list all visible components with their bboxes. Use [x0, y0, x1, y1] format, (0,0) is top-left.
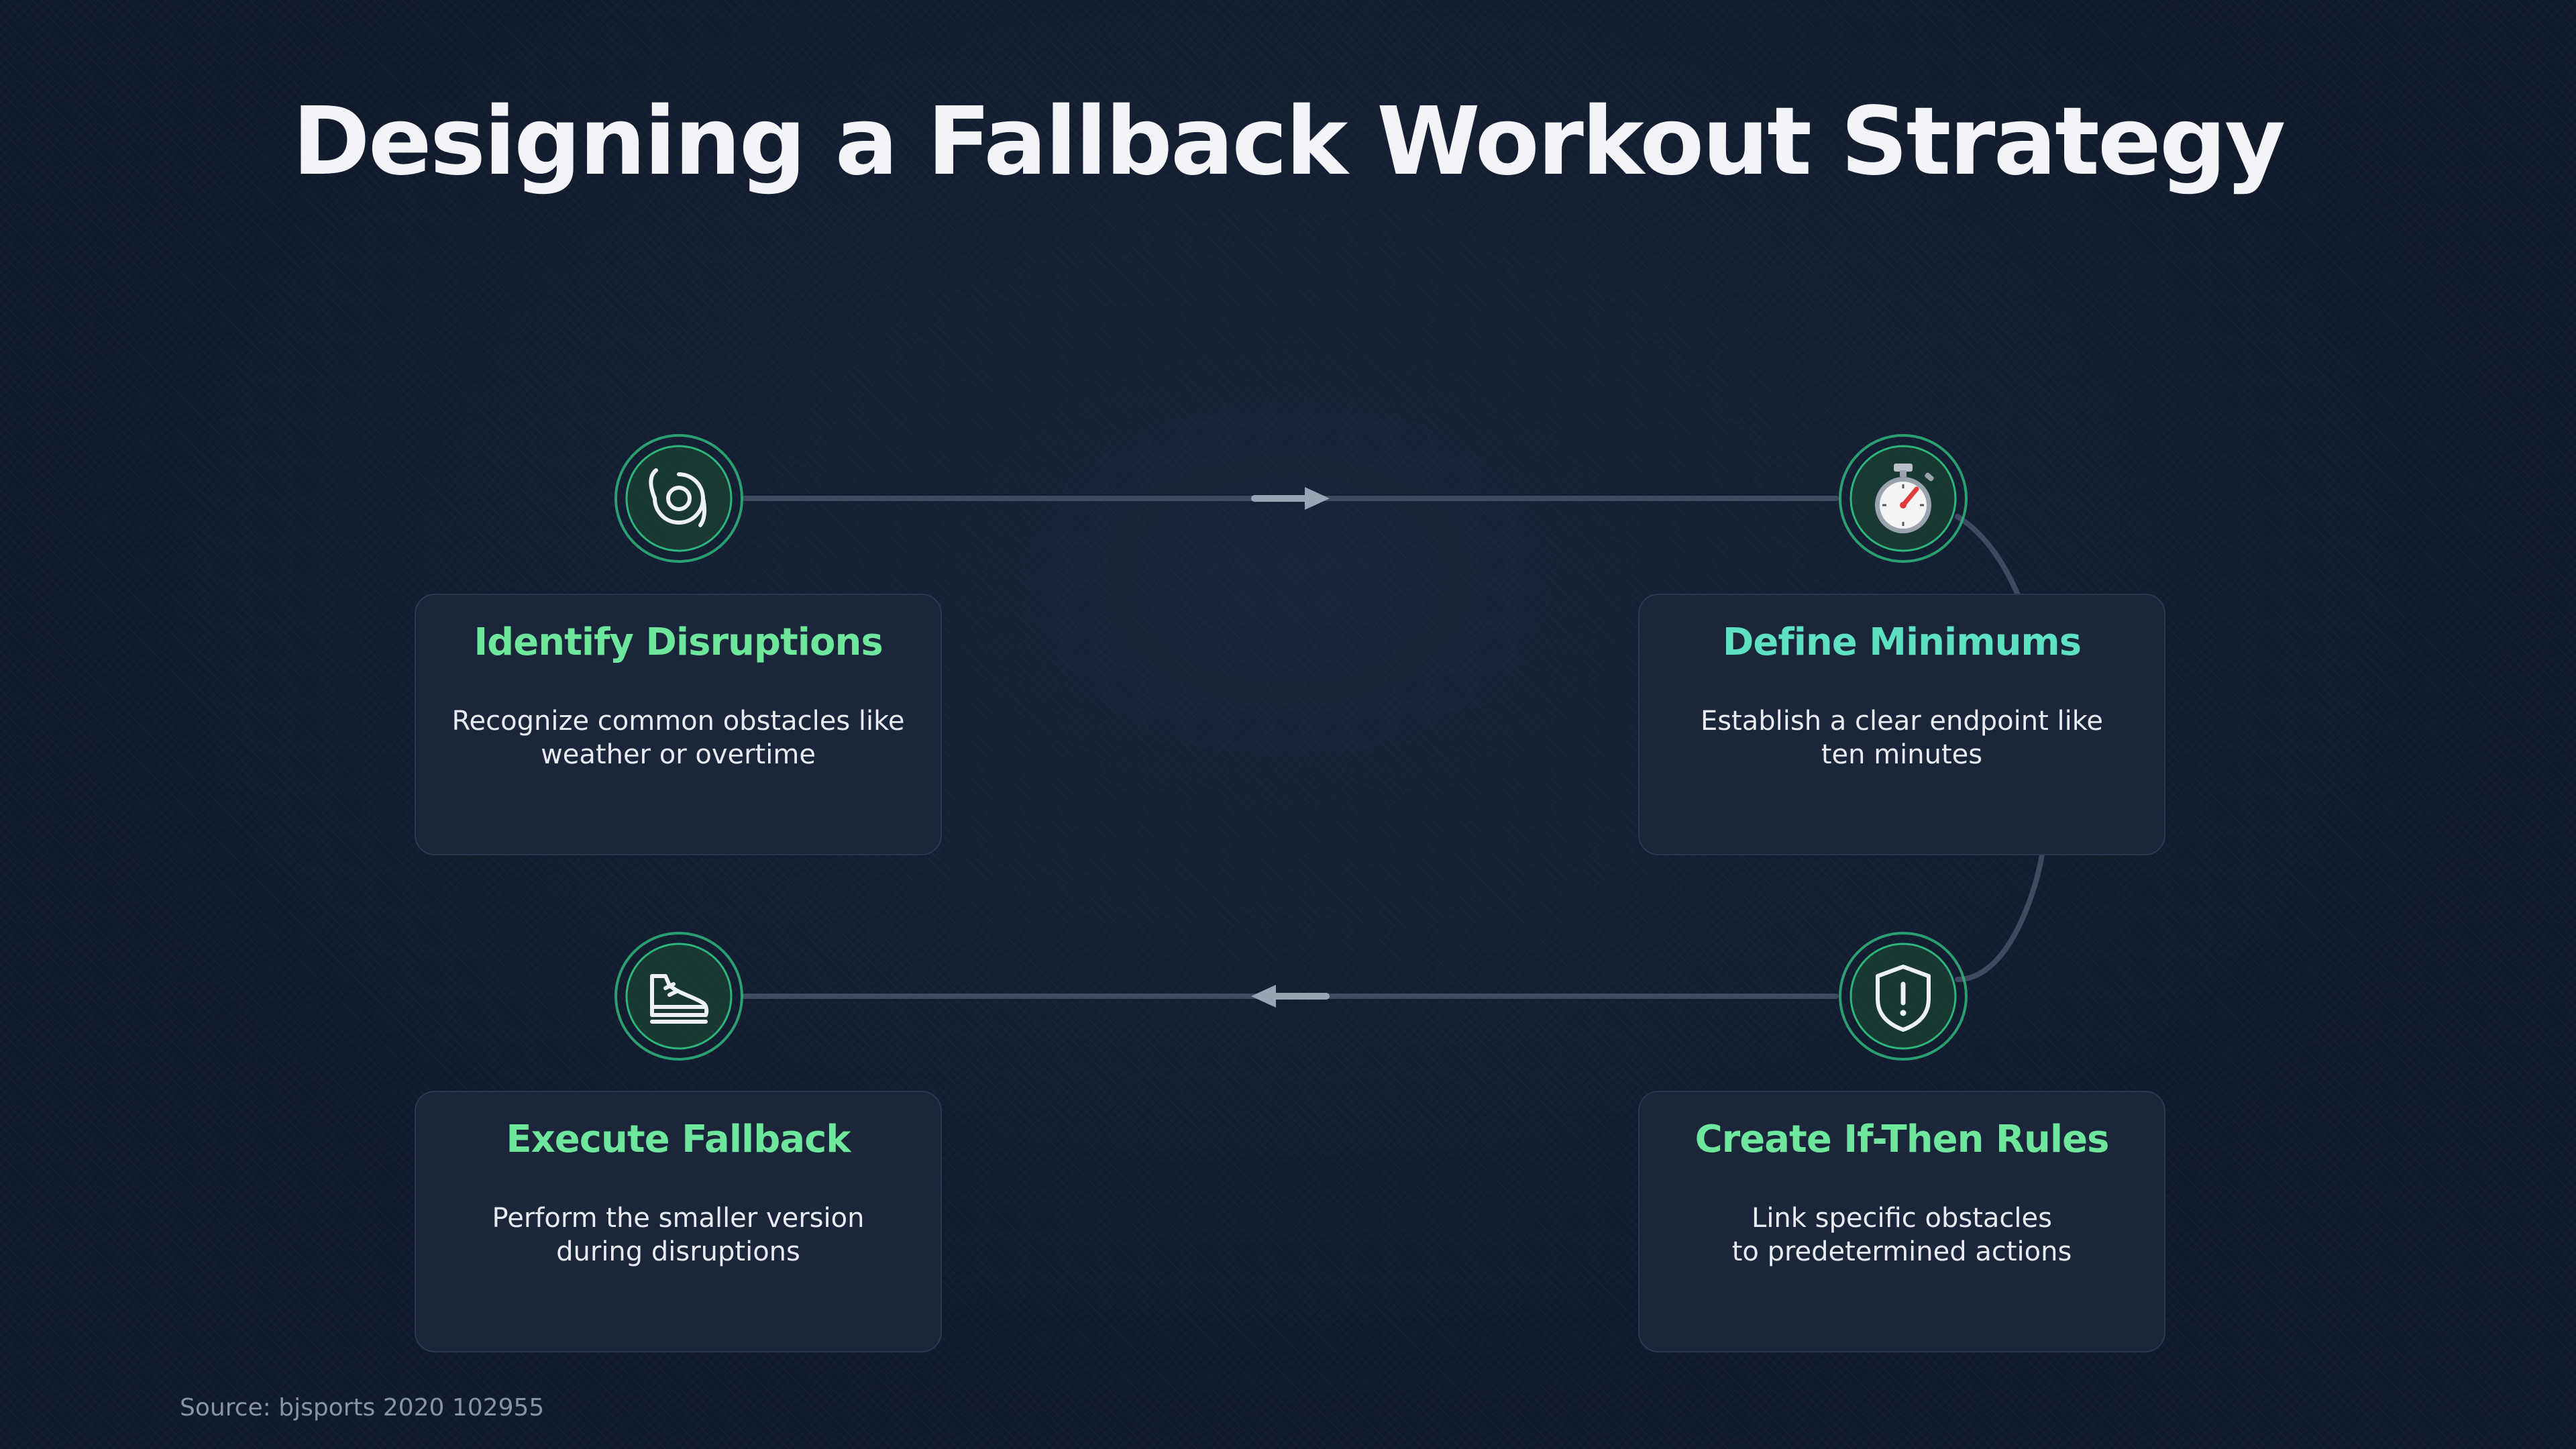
step-description: Establish a clear endpoint like ten minu…: [1674, 704, 2130, 771]
arrow-right-head: [1305, 487, 1330, 510]
desc-line: Perform the smaller version: [492, 1203, 865, 1234]
step-card-identify: Identify Disruptions Recognize common ob…: [415, 594, 942, 855]
desc-line: Recognize common obstacles like: [451, 706, 905, 737]
step-title: Create If-Then Rules: [1695, 1118, 2110, 1161]
step-card-execute: Execute Fallback Perform the smaller ver…: [415, 1091, 942, 1352]
stopwatch-icon: [1875, 464, 1934, 533]
step-description: Link specific obstacles to predetermined…: [1674, 1201, 2130, 1269]
desc-line: Establish a clear endpoint like: [1700, 706, 2104, 737]
step-card-define: Define Minimums Establish a clear endpoi…: [1638, 594, 2165, 855]
icon-node-define: [1836, 431, 1970, 566]
step-title: Define Minimums: [1722, 621, 2082, 664]
arrow-left-head: [1251, 985, 1276, 1008]
step-title: Identify Disruptions: [474, 621, 883, 664]
desc-line: during disruptions: [556, 1236, 800, 1267]
desc-line: weather or overtime: [541, 739, 816, 770]
step-description: Recognize common obstacles like weather …: [450, 704, 906, 771]
sneaker-icon: [650, 974, 709, 1024]
icon-node-execute: [612, 929, 746, 1063]
step-description: Perform the smaller version during disru…: [450, 1201, 906, 1269]
desc-line: to predetermined actions: [1731, 1236, 2072, 1267]
icon-node-identify: [612, 431, 746, 566]
icon-node-create: [1836, 929, 1970, 1063]
step-title: Execute Fallback: [506, 1118, 851, 1161]
source-citation: Source: bjsports 2020 102955: [180, 1394, 545, 1421]
desc-line: Link specific obstacles: [1752, 1203, 2052, 1234]
spiral-icon: [649, 468, 707, 527]
step-card-create: Create If-Then Rules Link specific obsta…: [1638, 1091, 2165, 1352]
shield-alert-icon: [1876, 965, 1931, 1032]
desc-line: ten minutes: [1821, 739, 1983, 770]
page-title: Designing a Fallback Workout Strategy: [292, 87, 2286, 197]
